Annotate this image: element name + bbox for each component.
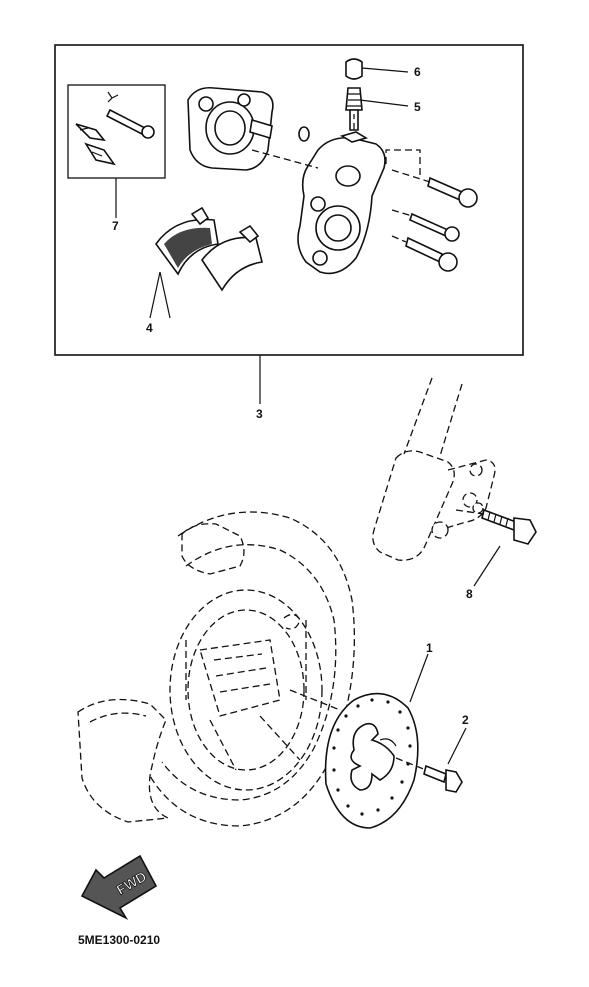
pad-pin-kit-part xyxy=(75,91,155,166)
callout-6: 6 xyxy=(414,65,421,79)
callout-3: 3 xyxy=(256,407,263,421)
brake-pads-part xyxy=(155,206,263,292)
callout-4: 4 xyxy=(146,321,153,335)
caliper-bolt-upper xyxy=(427,176,478,208)
bleed-cap-part xyxy=(345,58,363,80)
caliper-assembly-frame xyxy=(54,44,524,356)
leader-lines-caliper xyxy=(115,67,409,404)
disc-bolt-part xyxy=(423,764,463,793)
guide-line-disc-bolt xyxy=(395,757,427,771)
caliper-pin-middle xyxy=(409,212,460,242)
leader-lines-wheel xyxy=(409,653,467,765)
caliper-body-part xyxy=(297,131,386,275)
diagram-code: 5ME1300-0210 xyxy=(78,933,160,947)
callout-8: 8 xyxy=(466,587,473,601)
callout-5: 5 xyxy=(414,100,421,114)
callout-1: 1 xyxy=(426,641,433,655)
front-wheel-outline xyxy=(77,511,356,827)
brake-disc-part xyxy=(324,692,419,829)
callout-7: 7 xyxy=(112,219,119,233)
caliper-mount-bolt-part xyxy=(481,508,537,545)
assembly-guide-lines xyxy=(251,114,431,243)
leader-line-bolt xyxy=(473,545,501,587)
guide-line-bolt xyxy=(455,509,485,515)
caliper-bolt-lower xyxy=(405,236,458,272)
callout-2: 2 xyxy=(462,713,469,727)
bleed-screw-part xyxy=(345,87,363,131)
front-fork-leg-outline xyxy=(372,377,496,561)
caliper-bracket-part xyxy=(187,86,274,171)
forward-direction-arrow: FWD xyxy=(80,854,158,920)
o-ring-part xyxy=(298,126,310,142)
